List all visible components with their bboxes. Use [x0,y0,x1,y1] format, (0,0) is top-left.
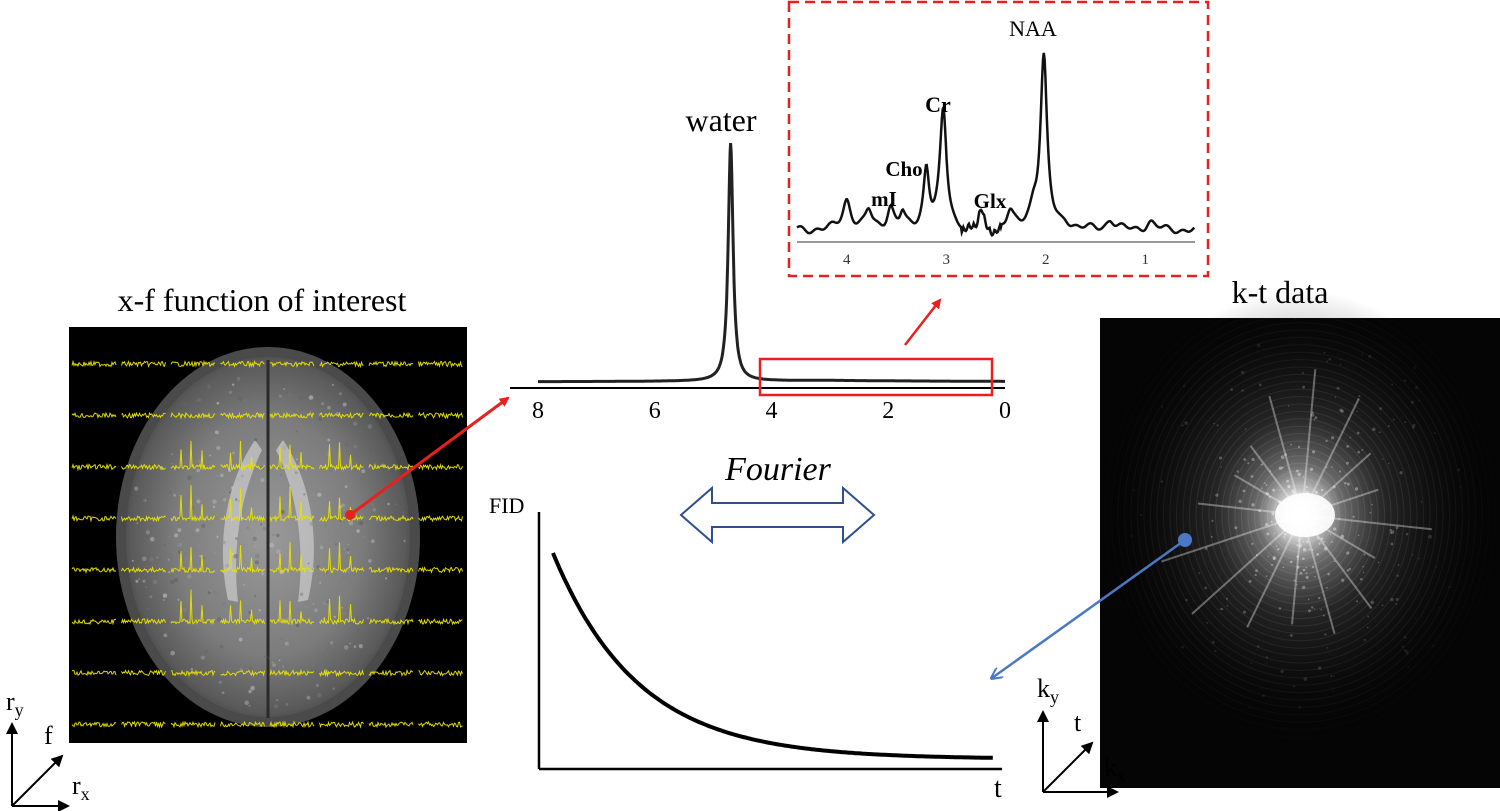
fid-y-label: FID [489,493,524,518]
inset-tick-label: 1 [1142,252,1150,268]
left-axis-horizontal-label: rx [72,771,90,804]
inset-tick-label: 3 [943,252,951,268]
peak-label-mi: mI [871,187,897,211]
inset-tick-label: 4 [843,252,851,268]
metabolite-inset-chart: 4 3 2 1 NAA Cr Cho mI Glx [787,0,1210,278]
peak-label-naa: NAA [1009,16,1057,41]
water-tick-label: 2 [882,398,894,424]
peak-label-cho: Cho [885,157,922,181]
left-axis-diagonal-label: f [44,721,53,750]
fid-x-label: t [994,773,1002,804]
voxel-to-spectrum-arrow [349,396,510,517]
inset-tick-label: 2 [1042,252,1050,268]
water-tick-label: 8 [532,398,544,424]
zoom-arrow [904,298,942,346]
right-axis-vertical-label: ky [1037,674,1059,707]
water-tick-label: 4 [766,398,778,424]
right-axes: ky t kx [1037,674,1126,798]
fourier-label: Fourier [724,451,832,488]
kt-data-image [1100,290,1500,788]
left-axis-vertical-label: ry [6,687,24,720]
kt-to-fid-arrow [992,538,1186,678]
water-peak-label: water [685,102,756,138]
fourier-double-arrow [679,485,876,545]
water-spectrum-line [538,143,1005,384]
right-axis-horizontal-label: kx [1104,753,1126,786]
inset-frame [787,0,1210,278]
peak-label-cr: Cr [925,92,951,117]
fid-decay-line [551,552,993,760]
peak-label-glx: Glx [974,189,1007,213]
right-axis-diagonal-label: t [1074,708,1082,737]
fid-chart: FID t [489,493,1002,804]
left-panel-title: x-f function of interest [118,282,407,318]
metabolite-spectrum-line [796,52,1196,238]
water-tick-label: 6 [649,398,661,424]
water-tick-label: 0 [999,398,1011,424]
metabolite-region-box [758,357,994,397]
water-spectrum-chart: 8 6 4 2 0 water [510,102,1011,424]
left-axes: ry f rx [5,687,90,811]
brain-image [69,327,467,743]
